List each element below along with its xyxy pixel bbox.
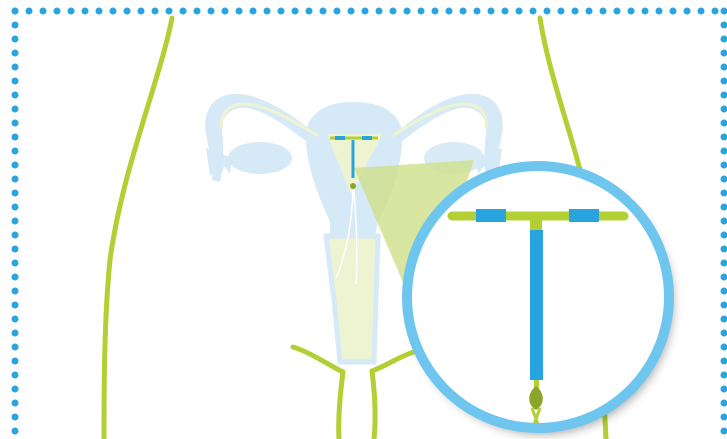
left-hip-line bbox=[104, 18, 172, 439]
vagina bbox=[326, 236, 378, 362]
inner-leg-left bbox=[339, 372, 343, 439]
left-thigh-line bbox=[293, 347, 343, 372]
magnifier-icon bbox=[407, 166, 669, 430]
ovary-left bbox=[228, 142, 292, 174]
right-thigh-line bbox=[372, 352, 414, 371]
right-hip-line bbox=[540, 18, 580, 170]
inner-leg-right bbox=[372, 371, 375, 439]
